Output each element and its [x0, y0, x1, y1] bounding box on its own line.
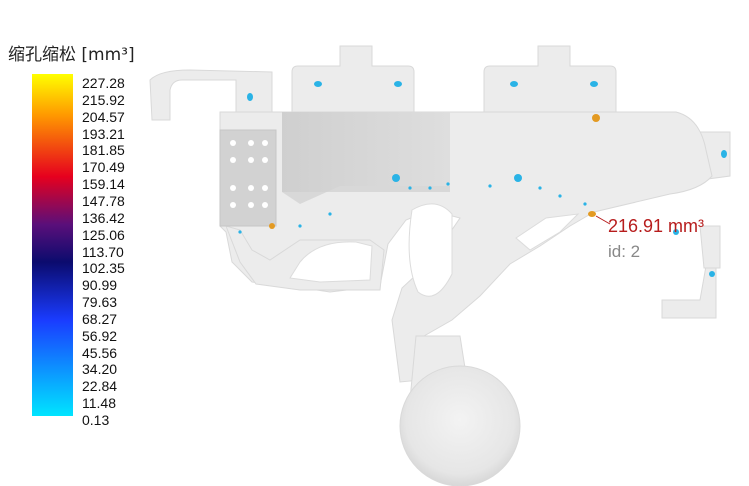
- ball-riser: [399, 365, 521, 486]
- legend-tick-label: 102.35: [82, 260, 125, 277]
- hot-defects: [269, 114, 600, 229]
- defect-hot: [269, 223, 275, 229]
- legend-tick-label: 204.57: [82, 108, 125, 125]
- defect: [247, 93, 253, 101]
- legend-tick-label: 22.84: [82, 378, 118, 395]
- bolt-holes: [230, 140, 268, 208]
- legend-tick-label: 79.63: [82, 294, 118, 311]
- colorbar-gradient: [32, 74, 73, 416]
- legend-tick-label: 0.13: [82, 412, 110, 428]
- probe-id-label: id: 2: [608, 242, 641, 261]
- legend-tick-label: 113.70: [82, 243, 124, 260]
- legend-tick-label: 215.92: [82, 91, 125, 108]
- probe-leader-line: [595, 215, 611, 225]
- bolt-plate: [219, 129, 277, 227]
- defect: [510, 81, 518, 87]
- cutout-left: [289, 241, 373, 283]
- legend-tick-label: 170.49: [82, 159, 125, 176]
- legend-tick-label: 34.20: [82, 361, 118, 378]
- plate-main: [282, 112, 450, 192]
- defect: [314, 81, 322, 87]
- legend-colorbar: [32, 74, 73, 416]
- legend-tick-label: 90.99: [82, 277, 118, 294]
- shaded-plates: [219, 112, 450, 227]
- legend-tick-label: 11.48: [82, 395, 116, 412]
- defect: [394, 81, 402, 87]
- legend-title: 缩孔缩松 [mm³]: [8, 45, 135, 65]
- top-runner-left: [291, 45, 415, 113]
- defect: [590, 81, 598, 87]
- legend-tick-label: 136.42: [82, 209, 125, 226]
- defect: [709, 271, 715, 277]
- defect-probe: [588, 211, 596, 217]
- legend-tick-label: 159.14: [82, 176, 125, 193]
- right-lower-hook: [661, 265, 717, 319]
- top-runner-right: [483, 45, 617, 113]
- cutouts: [289, 203, 580, 297]
- legend-tick-label: 45.56: [82, 344, 118, 361]
- right-riser: [699, 225, 721, 269]
- defect: [673, 229, 679, 235]
- plate-step: [282, 186, 450, 204]
- cutout-right: [515, 213, 580, 251]
- defect: [514, 174, 522, 182]
- legend-tick-label: 193.21: [82, 125, 125, 142]
- probe-value-label: 216.91 mm³: [608, 216, 705, 236]
- legend-tick-label: 147.78: [82, 192, 125, 209]
- left-hook: [149, 69, 273, 121]
- legend-tick-label: 125.06: [82, 226, 125, 243]
- shrinkage-defects: [238, 81, 727, 277]
- defect: [392, 174, 400, 182]
- legend-tick-label: 227.28: [82, 75, 125, 91]
- cutout-center: [408, 203, 453, 297]
- defect: [721, 150, 727, 158]
- defect-hot: [592, 114, 600, 122]
- legend-tick-label: 181.85: [82, 142, 125, 159]
- legend-tick-label: 68.27: [82, 310, 118, 327]
- legend-tick-label: 56.92: [82, 327, 118, 344]
